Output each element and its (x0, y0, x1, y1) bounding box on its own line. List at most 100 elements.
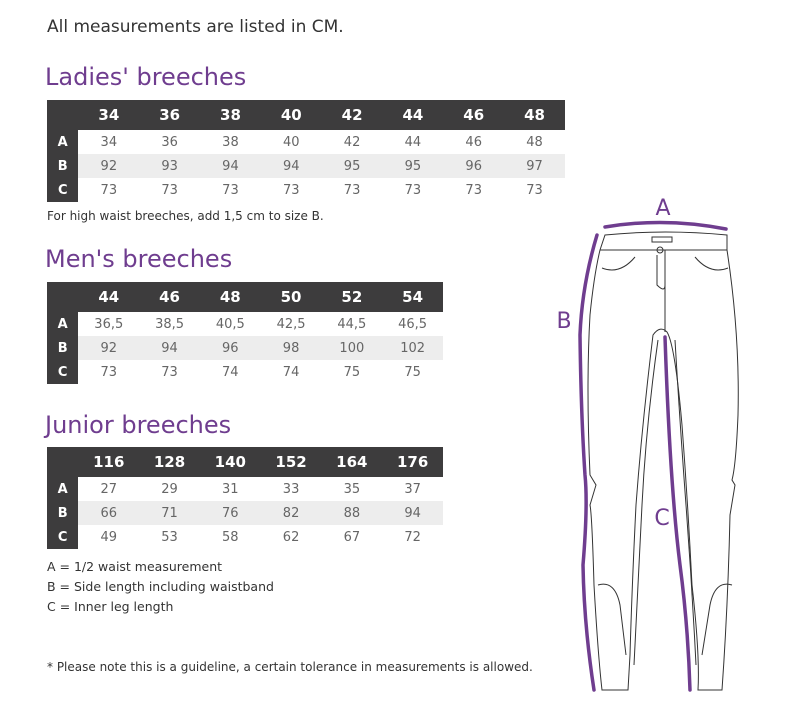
table-cell: 73 (161, 182, 178, 198)
size-header: 54 (382, 282, 443, 312)
size-header: 176 (382, 447, 443, 477)
ladies-note: For high waist breeches, add 1,5 cm to s… (47, 209, 324, 223)
measurement-legend: A = 1/2 waist measurement B = Side lengt… (47, 557, 274, 617)
table-cell: 102 (382, 336, 443, 360)
table-cell: 73 (343, 182, 361, 198)
size-header: 128 (139, 447, 200, 477)
junior-title: Junior breeches (45, 411, 232, 439)
table-cell: 73 (465, 182, 482, 198)
table-cell: 75 (404, 364, 421, 380)
table-cell: 96 (199, 336, 261, 360)
table-row: A 34 36 38 40 42 44 46 48 (47, 130, 565, 154)
table-cell: 73 (161, 364, 178, 380)
table-cell: 94 (139, 336, 200, 360)
table-cell: 46 (465, 134, 482, 150)
corner-cell (47, 447, 79, 477)
table-cell: 71 (139, 501, 200, 525)
row-label: A (47, 477, 79, 501)
table-cell: 73 (100, 182, 118, 198)
table-cell: 34 (100, 134, 118, 150)
table-cell: 42,5 (276, 316, 306, 332)
table-cell: 46,5 (398, 316, 428, 332)
size-header: 48 (199, 282, 261, 312)
row-label: C (47, 178, 79, 202)
table-cell: 42 (343, 134, 361, 150)
table-cell: 53 (161, 529, 178, 545)
table-cell: 92 (78, 154, 140, 178)
table-cell: 95 (321, 154, 383, 178)
size-header: 152 (260, 447, 322, 477)
table-cell: 73 (100, 364, 118, 380)
table-cell: 94 (260, 154, 322, 178)
table-cell: 96 (443, 154, 505, 178)
table-cell: 44 (404, 134, 422, 150)
table-cell: 95 (382, 154, 444, 178)
breeches-outline (587, 231, 739, 691)
row-label: A (47, 130, 79, 154)
table-cell: 35 (343, 481, 361, 497)
table-cell: 82 (260, 501, 322, 525)
table-cell: 97 (504, 154, 565, 178)
label-a: A (655, 196, 670, 221)
table-cell: 40 (282, 134, 300, 150)
table-cell: 37 (404, 481, 421, 497)
table-cell: 27 (100, 481, 118, 497)
table-cell: 38 (222, 134, 239, 150)
size-header: 52 (321, 282, 383, 312)
legend-c: C = Inner leg length (47, 599, 174, 614)
table-cell: 92 (78, 336, 140, 360)
ladies-title: Ladies' breeches (45, 63, 247, 91)
size-header: 34 (78, 100, 140, 130)
table-cell: 93 (139, 154, 201, 178)
table-cell: 72 (404, 529, 421, 545)
table-cell: 33 (282, 481, 300, 497)
row-label: B (47, 336, 79, 360)
table-cell: 88 (321, 501, 383, 525)
table-cell: 36 (161, 134, 178, 150)
legend-b: B = Side length including waistband (47, 579, 274, 594)
legend-a: A = 1/2 waist measurement (47, 559, 223, 574)
table-cell: 48 (526, 134, 543, 150)
corner-cell (47, 282, 79, 312)
label-c: C (654, 506, 669, 531)
size-header: 44 (78, 282, 140, 312)
table-cell: 67 (343, 529, 361, 545)
size-header: 48 (504, 100, 565, 130)
intro-text: All measurements are listed in CM. (47, 17, 344, 37)
row-label: B (47, 501, 79, 525)
size-header: 42 (321, 100, 383, 130)
size-header: 164 (321, 447, 383, 477)
table-cell: 73 (282, 182, 300, 198)
table-cell: 75 (343, 364, 361, 380)
row-label: C (47, 360, 79, 384)
table-cell: 58 (222, 529, 239, 545)
table-cell: 94 (382, 501, 443, 525)
table-cell: 40,5 (215, 316, 245, 332)
table-cell: 73 (404, 182, 422, 198)
label-b: B (556, 309, 571, 334)
size-header: 46 (443, 100, 505, 130)
size-header: 36 (139, 100, 201, 130)
size-header: 44 (382, 100, 444, 130)
row-label: B (47, 154, 79, 178)
size-header: 140 (199, 447, 261, 477)
size-header: 46 (139, 282, 200, 312)
table-cell: 74 (282, 364, 300, 380)
size-header: 116 (78, 447, 140, 477)
table-cell: 62 (282, 529, 300, 545)
size-header: 38 (200, 100, 261, 130)
side-length-line (578, 233, 599, 692)
table-cell: 29 (161, 481, 178, 497)
waist-measure-line (603, 220, 728, 231)
table-cell: 76 (199, 501, 261, 525)
